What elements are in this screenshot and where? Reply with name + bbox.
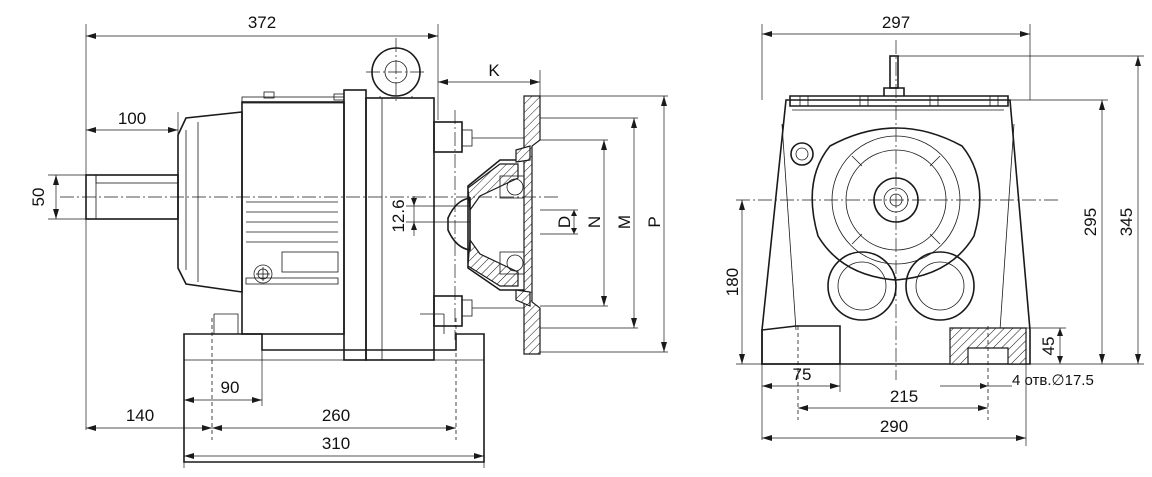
drain-plug-icon (253, 264, 273, 284)
front-feet (761, 325, 1027, 420)
dim-shaft-length: 100 (118, 109, 146, 128)
housing-main (241, 91, 345, 335)
housing-left (177, 111, 243, 293)
dim-height-295: 295 (1081, 208, 1100, 236)
dim-hole-spacing: 215 (890, 387, 918, 406)
flange-bolts (433, 121, 528, 327)
dim-offset: 12.6 (389, 199, 408, 232)
output-hub (447, 159, 531, 291)
level-plug-icon (790, 142, 814, 166)
front-view: 297 295 345 180 45 75 (723, 13, 1144, 446)
dim-axis-height: 180 (723, 268, 742, 296)
dim-foot-140: 140 (126, 406, 154, 425)
dim-foot-90: 90 (221, 378, 240, 397)
dim-n: N (585, 216, 604, 228)
foot-base (183, 313, 485, 463)
dim-k: K (488, 61, 500, 80)
dim-foot-260: 260 (322, 406, 350, 425)
lifting-eye-icon (366, 38, 426, 104)
breather-icon (883, 55, 905, 96)
side-view: 372 100 50 K 12.6 D (29, 13, 668, 468)
dim-width-top: 297 (882, 13, 910, 32)
output-flange (515, 95, 541, 355)
dim-foot-310: 310 (322, 434, 350, 453)
bearing-icon (506, 178, 524, 196)
holes-note: 4 отв.∅17.5 (1012, 372, 1094, 389)
dim-base-width: 290 (880, 417, 908, 436)
dim-overall-length: 372 (248, 13, 276, 32)
dim-p: P (645, 216, 664, 227)
lower-covers (827, 251, 975, 321)
dim-m: M (615, 215, 634, 229)
dim-shaft-dia: 50 (29, 188, 48, 207)
dim-height-345: 345 (1117, 208, 1136, 236)
dim-foot-75: 75 (793, 365, 812, 384)
dim-foot-height: 45 (1039, 337, 1058, 356)
dim-d: D (555, 216, 574, 228)
